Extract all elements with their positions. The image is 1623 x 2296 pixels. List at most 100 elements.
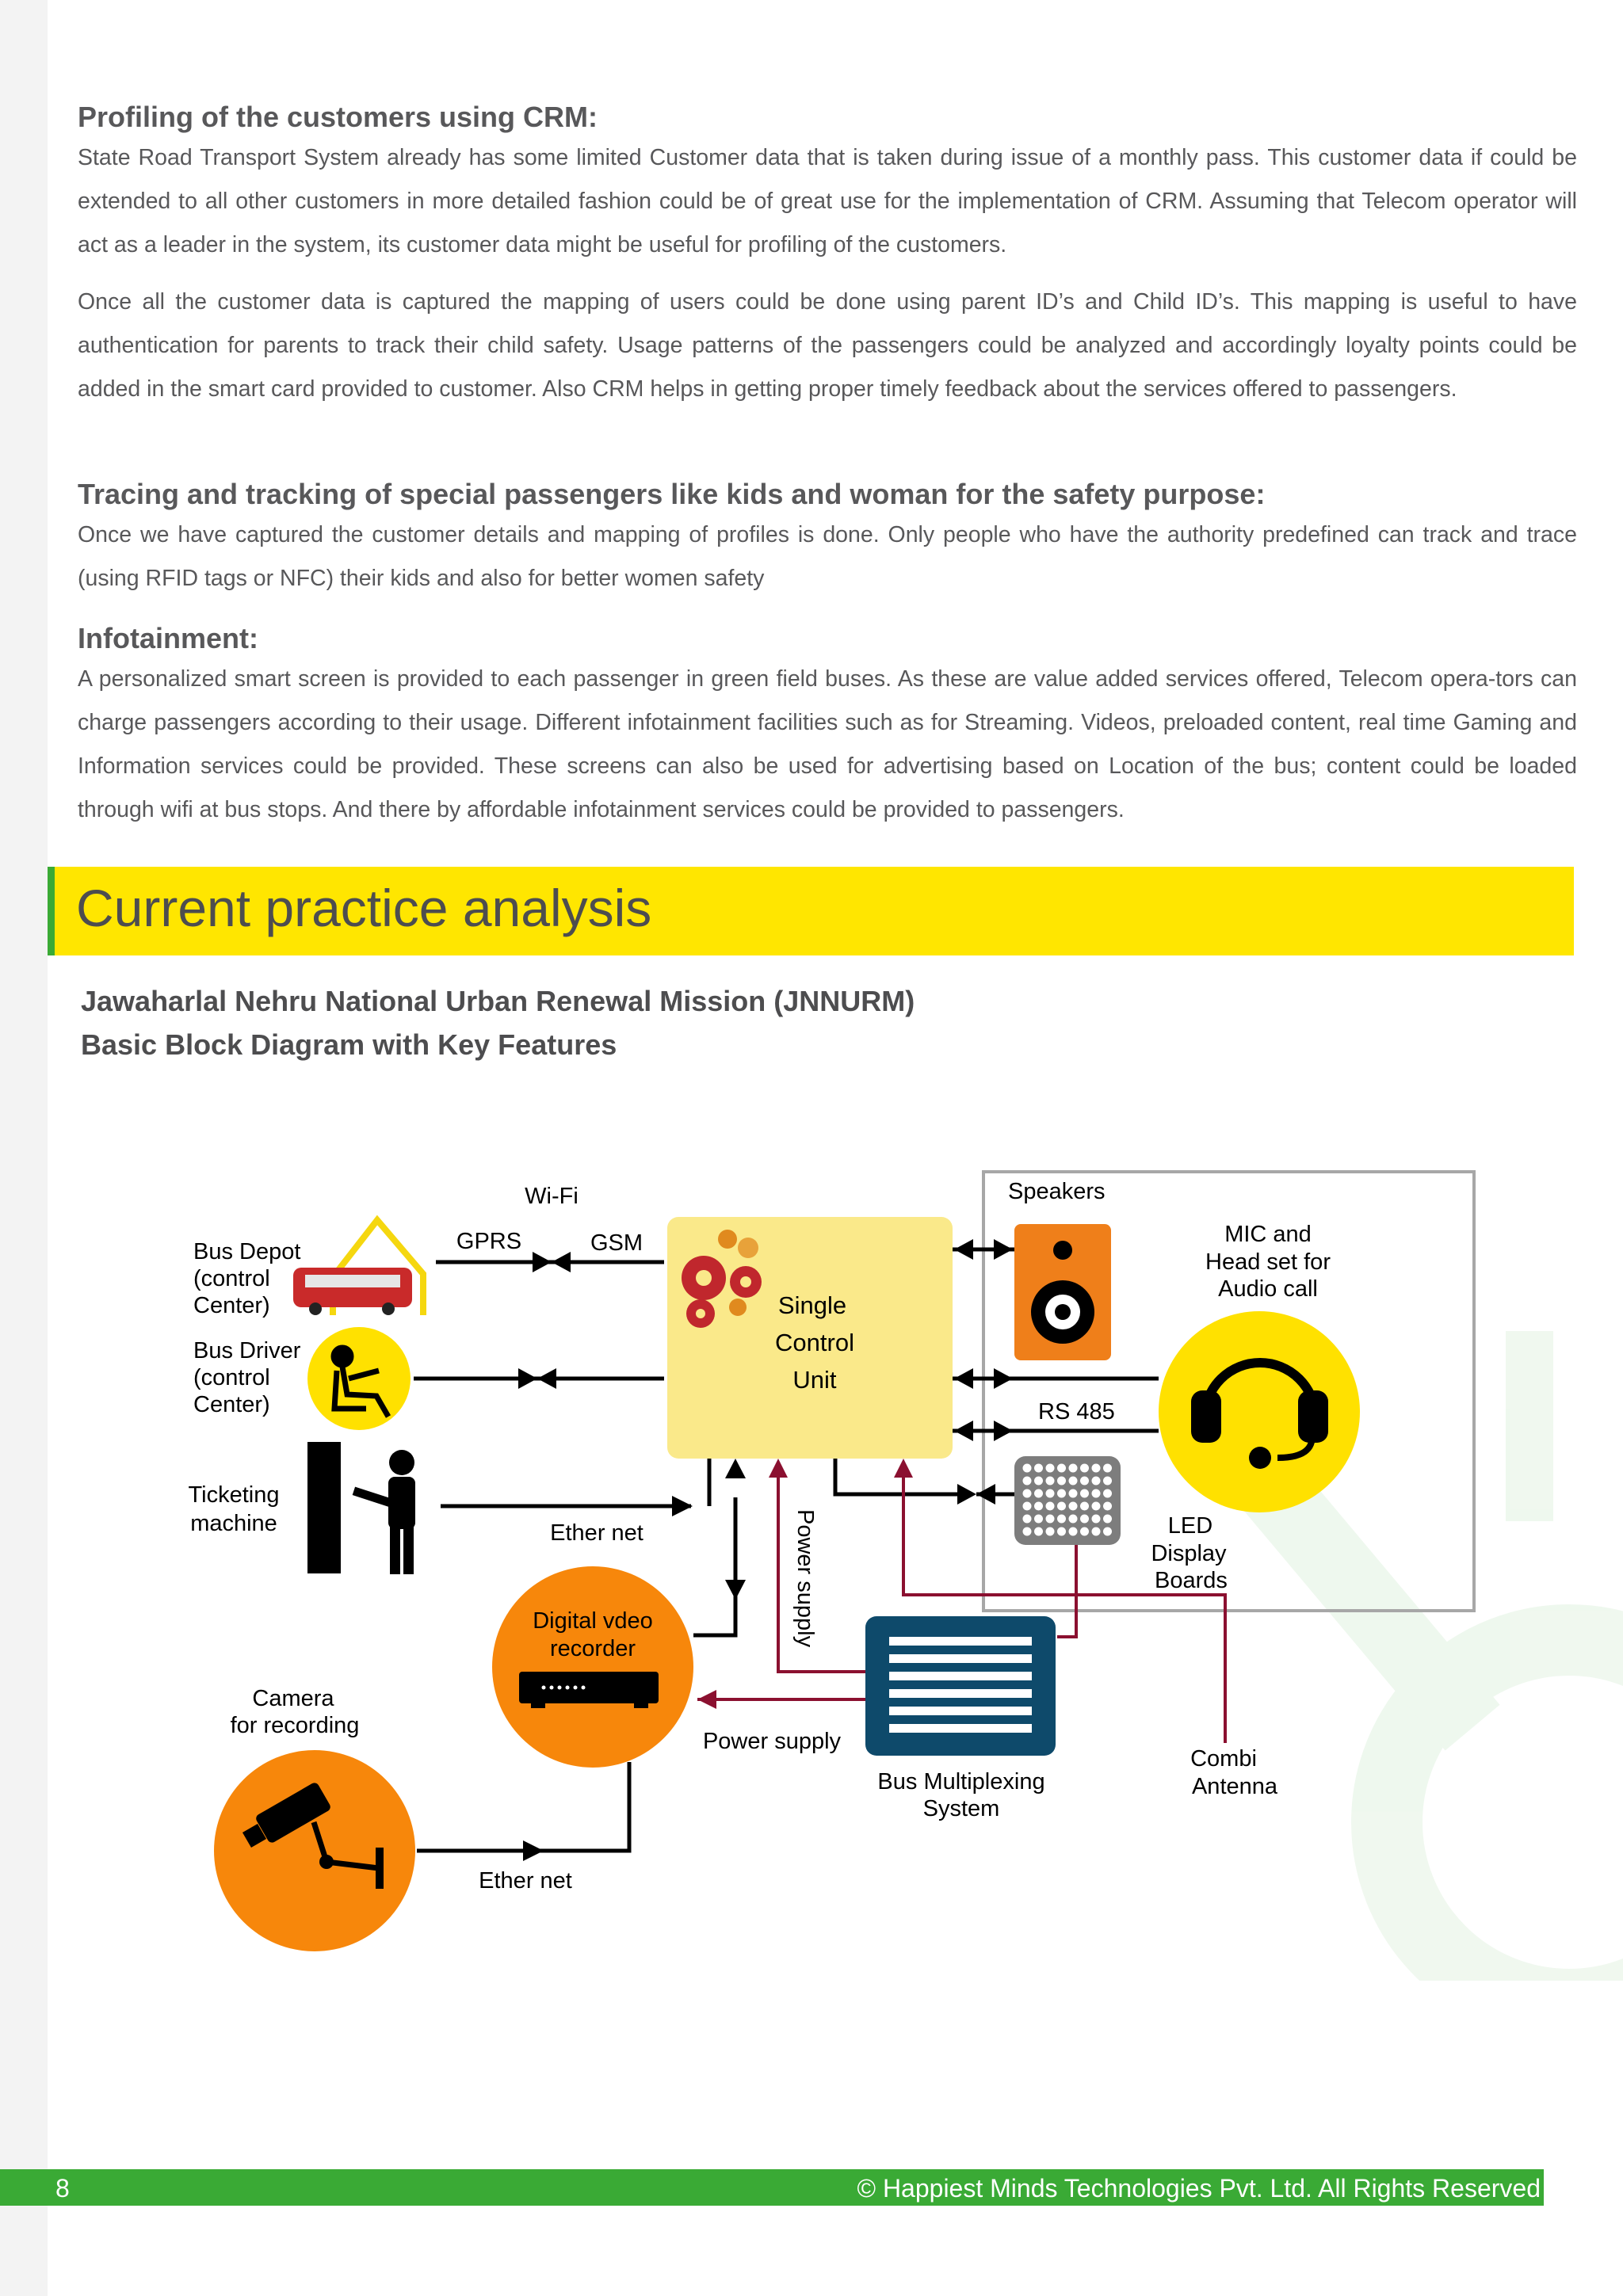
bus-depot-icon — [293, 1215, 426, 1315]
led-dot — [1103, 1489, 1112, 1498]
led-dot — [1045, 1501, 1055, 1511]
diagram-title: Jawaharlal Nehru National Urban Renewal … — [81, 985, 915, 1017]
led-dot — [1068, 1489, 1078, 1498]
gears-icon — [682, 1230, 762, 1328]
led-dot — [1091, 1514, 1101, 1524]
headset-icon — [1159, 1311, 1360, 1512]
dvr-link — [693, 1497, 738, 1638]
led-link — [833, 1459, 957, 1497]
bus-mux-label: Bus Multiplexing — [877, 1769, 1044, 1794]
bidirectional-arrow — [518, 1368, 556, 1389]
led-dot — [1103, 1476, 1112, 1486]
led-label: Boards — [1155, 1568, 1228, 1593]
led-dot — [1034, 1489, 1043, 1498]
power-supply-label: Power supply — [703, 1729, 842, 1754]
copyright: © Happiest Minds Technologies Pvt. Ltd. … — [857, 2174, 1541, 2203]
section-heading: Infotainment: — [78, 622, 258, 654]
arrow-head — [769, 1459, 788, 1478]
arrow-head — [894, 1459, 913, 1478]
led-dot — [1068, 1501, 1078, 1511]
banner-accent-bar — [48, 867, 55, 955]
camera-label: Camera — [252, 1686, 334, 1711]
led-dot — [1080, 1514, 1089, 1524]
mic-label: MIC and — [1224, 1222, 1312, 1247]
led-dot — [1080, 1501, 1089, 1511]
page-number: 8 — [55, 2174, 70, 2203]
led-dots — [1022, 1463, 1112, 1536]
led-dot — [1045, 1476, 1055, 1486]
led-dot — [1034, 1476, 1043, 1486]
headset-figure-icon — [1191, 1358, 1328, 1469]
bus-multiplexing-icon — [865, 1616, 1056, 1756]
recorder-device-icon — [519, 1672, 659, 1703]
diagram-subtitle: Basic Block Diagram with Key Features — [81, 1028, 617, 1061]
led-dot — [1034, 1527, 1043, 1536]
led-dot — [1057, 1463, 1066, 1473]
paragraph: State Road Transport System already has … — [78, 145, 1577, 257]
led-dot — [1091, 1463, 1101, 1473]
led-dot — [1045, 1527, 1055, 1536]
left-margin-strip — [0, 0, 48, 2296]
led-dot — [1057, 1489, 1066, 1498]
driver-figure-icon — [330, 1344, 391, 1418]
camera-label: for recording — [231, 1713, 360, 1738]
led-dot — [1103, 1463, 1112, 1473]
power-supply-vertical-label: Power supply — [792, 1509, 818, 1648]
paragraph: Once all the customer data is captured t… — [78, 289, 1577, 402]
led-label: LED — [1168, 1513, 1212, 1539]
bus-driver-label: (control — [193, 1365, 270, 1390]
led-dot — [1091, 1489, 1101, 1498]
led-dot — [1022, 1463, 1032, 1473]
led-label: Display — [1151, 1541, 1227, 1566]
control-unit-label: Unit — [792, 1366, 837, 1394]
section-heading: Tracing and tracking of special passenge… — [78, 478, 1266, 510]
led-power-line — [1057, 1534, 1078, 1638]
led-dot — [1091, 1527, 1101, 1536]
arrow-head — [697, 1690, 716, 1709]
bus-driver-label: Bus Driver — [193, 1338, 301, 1363]
bus-depot-label: Center) — [193, 1293, 270, 1318]
led-dot — [1045, 1489, 1055, 1498]
speakers-label: Speakers — [1008, 1179, 1106, 1204]
bidirectional-arrow — [954, 1239, 1013, 1260]
led-dot — [1068, 1463, 1078, 1473]
bidirectional-arrow — [954, 1421, 1013, 1441]
mic-label: Audio call — [1218, 1276, 1318, 1302]
gprs-label: GPRS — [456, 1229, 521, 1254]
section-tracing-tracking: Tracing and tracking of special passenge… — [78, 479, 1577, 601]
antenna-line — [902, 1467, 1227, 1743]
bus-depot-label: Bus Depot — [193, 1239, 300, 1264]
dvr-label: Digital vdeo — [533, 1608, 653, 1634]
led-dot — [1068, 1514, 1078, 1524]
led-dot — [1080, 1463, 1089, 1473]
control-unit-label: Control — [775, 1329, 854, 1356]
power-line — [777, 1467, 872, 1673]
section-infotainment: Infotainment: A personalized smart scree… — [78, 623, 1577, 832]
watermark-logo — [1231, 1331, 1623, 1981]
ticketing-label: machine — [190, 1511, 277, 1536]
led-dot — [1080, 1527, 1089, 1536]
section-heading: Profiling of the customers using CRM: — [78, 101, 598, 133]
gsm-label: GSM — [590, 1230, 643, 1256]
led-dot — [1057, 1476, 1066, 1486]
mic-label: Head set for — [1205, 1249, 1331, 1275]
led-dot — [1034, 1463, 1043, 1473]
led-dot — [1057, 1501, 1066, 1511]
led-dot — [1022, 1514, 1032, 1524]
led-dot — [1068, 1527, 1078, 1536]
led-dot — [1103, 1514, 1112, 1524]
led-dot — [1057, 1514, 1066, 1524]
dvr-label: recorder — [550, 1636, 636, 1661]
block-diagram: Single Control Unit Wi-Fi GPRS GSM Bus D… — [189, 1170, 1623, 1981]
arrow-head — [523, 1840, 544, 1861]
ticketing-machine-icon — [307, 1442, 341, 1573]
banner-title: Current practice analysis — [76, 879, 652, 937]
person-icon — [352, 1450, 415, 1574]
led-dot — [1034, 1514, 1043, 1524]
arrow-head — [725, 1459, 746, 1478]
section-crm-profiling: Profiling of the customers using CRM: St… — [78, 101, 1577, 411]
led-dot — [1103, 1527, 1112, 1536]
peripheral-frame — [982, 1170, 1476, 1612]
dvr-icon — [492, 1566, 693, 1768]
bidirectional-arrow — [533, 1252, 571, 1272]
